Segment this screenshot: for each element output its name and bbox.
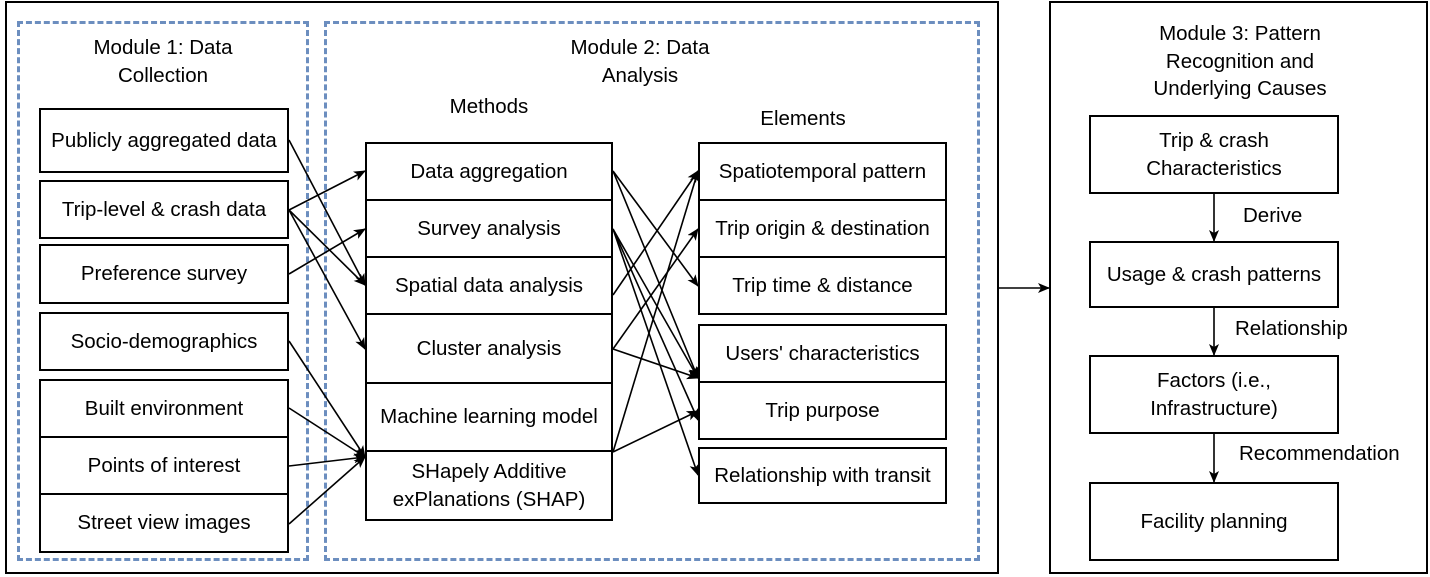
arrow-cluster-to-users bbox=[612, 348, 699, 380]
step-facility-planning: Facility planning bbox=[1089, 482, 1339, 561]
arrow-aggregation-to-timedist bbox=[612, 170, 699, 287]
arrow-survey-to-purpose bbox=[612, 228, 699, 421]
edge-label-recommendation: Recommendation bbox=[1239, 442, 1400, 465]
method-data-aggregation: Data aggregation bbox=[365, 142, 613, 201]
arrow-aggregation-to-users bbox=[612, 170, 699, 379]
arrow-public-to-spatial bbox=[288, 139, 366, 286]
source-preference-survey: Preference survey bbox=[39, 244, 289, 304]
source-socio-demographics: Socio-demographics bbox=[39, 312, 289, 371]
method-survey-analysis: Survey analysis bbox=[365, 201, 613, 258]
arrow-trip-to-aggregation bbox=[288, 170, 366, 211]
module-3-title: Module 3: Pattern Recognition and Underl… bbox=[1153, 22, 1327, 101]
arrow-preference-to-survey bbox=[288, 228, 366, 275]
module-2-group bbox=[324, 21, 980, 561]
module-3-frame bbox=[1049, 1, 1428, 574]
step-trip-crash-characteristics: Trip & crash Characteristics bbox=[1089, 115, 1339, 194]
method-machine-learning-model: Machine learning model bbox=[365, 384, 613, 452]
arrow-built-to-ml bbox=[288, 407, 366, 458]
module-1-2-frame bbox=[5, 1, 999, 574]
element-relationship-with-transit: Relationship with transit bbox=[698, 447, 947, 504]
step-usage-crash-patterns: Usage & crash patterns bbox=[1089, 241, 1339, 308]
module-1-group bbox=[17, 21, 309, 561]
element-trip-purpose: Trip purpose bbox=[698, 383, 947, 440]
element-trip-time-distance: Trip time & distance bbox=[698, 258, 947, 315]
arrow-trip-to-spatial bbox=[288, 209, 366, 286]
arrow-spatial-to-spatiotemporal bbox=[612, 170, 699, 296]
arrow-survey-to-users bbox=[612, 228, 699, 379]
arrow-shap-to-spatiotemporal bbox=[612, 170, 700, 453]
element-spatiotemporal-pattern: Spatiotemporal pattern bbox=[698, 142, 947, 201]
method-spatial-data-analysis: Spatial data analysis bbox=[365, 258, 613, 315]
arrow-street-to-ml bbox=[288, 456, 366, 525]
method-cluster-analysis: Cluster analysis bbox=[365, 315, 613, 384]
elements-heading: Elements bbox=[760, 107, 846, 130]
source-street-view-images: Street view images bbox=[39, 495, 289, 553]
arrow-survey-to-transit bbox=[612, 228, 700, 476]
arrow-poi-to-ml bbox=[288, 453, 366, 467]
element-users-characteristics: Users' characteristics bbox=[698, 324, 947, 383]
edge-label-relationship: Relationship bbox=[1235, 317, 1348, 340]
arrow-socio-to-ml bbox=[288, 340, 366, 458]
arrow-trip-to-cluster bbox=[288, 209, 366, 350]
module-2-title: Module 2: Data Analysis bbox=[570, 36, 710, 87]
arrow-cluster-to-origin bbox=[612, 228, 699, 350]
source-built-environment: Built environment bbox=[39, 379, 289, 438]
source-points-of-interest: Points of interest bbox=[39, 438, 289, 495]
method-shap: SHapely Additive exPlanations (SHAP) bbox=[365, 452, 613, 521]
edge-label-derive: Derive bbox=[1243, 204, 1303, 227]
element-trip-origin-destination: Trip origin & destination bbox=[698, 201, 947, 258]
module-1-title: Module 1: Data Collection bbox=[93, 36, 233, 87]
step-factors: Factors (i.e., Infrastructure) bbox=[1089, 355, 1339, 434]
source-publicly-aggregated-data: Publicly aggregated data bbox=[39, 108, 289, 173]
arrow-shap-to-purpose bbox=[612, 410, 699, 453]
source-trip-level-crash-data: Trip-level & crash data bbox=[39, 180, 289, 239]
methods-heading: Methods bbox=[449, 95, 529, 118]
